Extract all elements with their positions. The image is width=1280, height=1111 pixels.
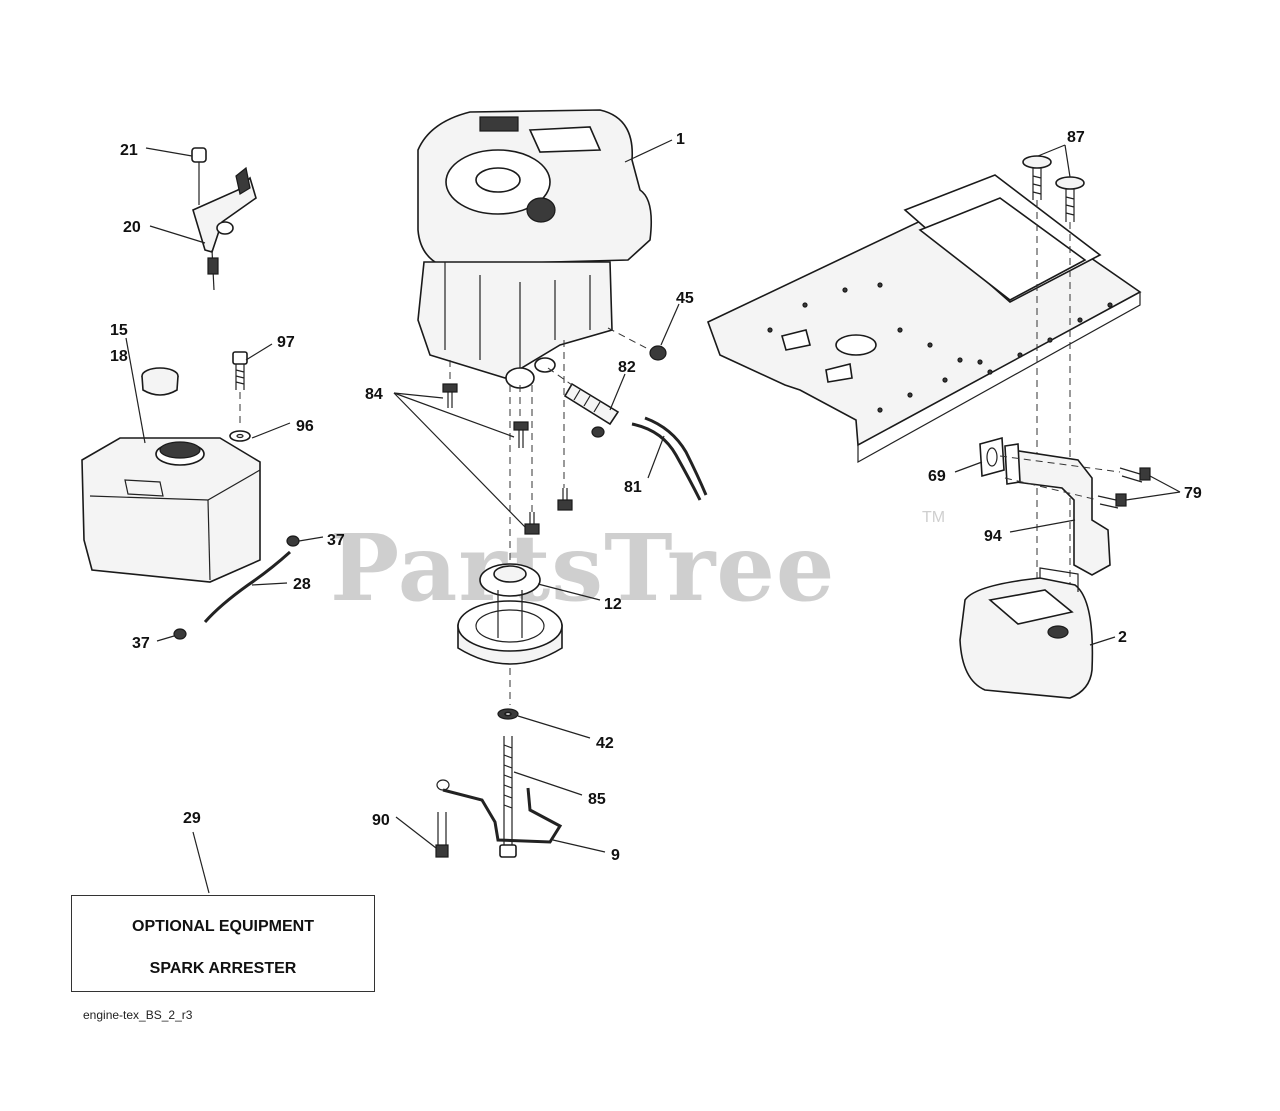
callout-20: 20 xyxy=(123,219,141,236)
callout-79: 79 xyxy=(1184,485,1202,502)
throttle-control-illustration xyxy=(191,147,257,291)
callout-90: 90 xyxy=(372,812,390,829)
callout-18: 18 xyxy=(110,348,128,365)
callout-81: 81 xyxy=(624,479,642,496)
optional-equipment-box: OPTIONAL EQUIPMENT SPARK ARRESTER xyxy=(71,895,375,992)
callout-37-lower: 37 xyxy=(132,635,150,652)
callout-9: 9 xyxy=(611,847,620,864)
bracket-illustration xyxy=(435,779,563,858)
fuel-filter-illustration xyxy=(547,327,708,501)
callout-94: 94 xyxy=(984,528,1002,545)
callout-2: 2 xyxy=(1118,629,1127,646)
callout-21: 21 xyxy=(120,142,138,159)
callout-42: 42 xyxy=(596,735,614,752)
watermark-trademark: TM xyxy=(922,509,945,526)
fuel-cap-illustration xyxy=(141,367,179,396)
callout-28: 28 xyxy=(293,576,311,593)
exhaust-illustration xyxy=(959,436,1151,699)
fuel-tank-illustration xyxy=(81,437,261,583)
frame-plate-illustration xyxy=(706,174,1142,464)
watermark-text: PartsTree xyxy=(330,514,835,622)
engine-bolts-illustration xyxy=(442,340,573,560)
optional-equipment-title: OPTIONAL EQUIPMENT xyxy=(132,918,314,935)
callout-69: 69 xyxy=(928,468,946,485)
callout-45: 45 xyxy=(676,290,694,307)
pulley-illustration xyxy=(457,563,563,705)
callout-82: 82 xyxy=(618,359,636,376)
bolt-97-illustration xyxy=(229,351,251,442)
callout-15: 15 xyxy=(110,322,128,339)
leader-lines xyxy=(125,139,1181,894)
callout-84: 84 xyxy=(365,386,383,403)
callout-87: 87 xyxy=(1067,129,1085,146)
engine-illustration xyxy=(417,109,653,389)
frame-screws-illustration xyxy=(1022,155,1085,600)
callout-85: 85 xyxy=(588,791,606,808)
callout-1: 1 xyxy=(676,131,685,148)
optional-equipment-item: SPARK ARRESTER xyxy=(149,960,297,977)
callout-29: 29 xyxy=(183,810,201,827)
callout-37-upper: 37 xyxy=(327,532,345,549)
callout-97: 97 xyxy=(277,334,295,351)
callout-96: 96 xyxy=(296,418,314,435)
pulley-bolt-illustration xyxy=(497,708,519,858)
callout-12: 12 xyxy=(604,596,622,613)
diagram-reference-code: engine-tex_BS_2_r3 xyxy=(83,1008,193,1022)
